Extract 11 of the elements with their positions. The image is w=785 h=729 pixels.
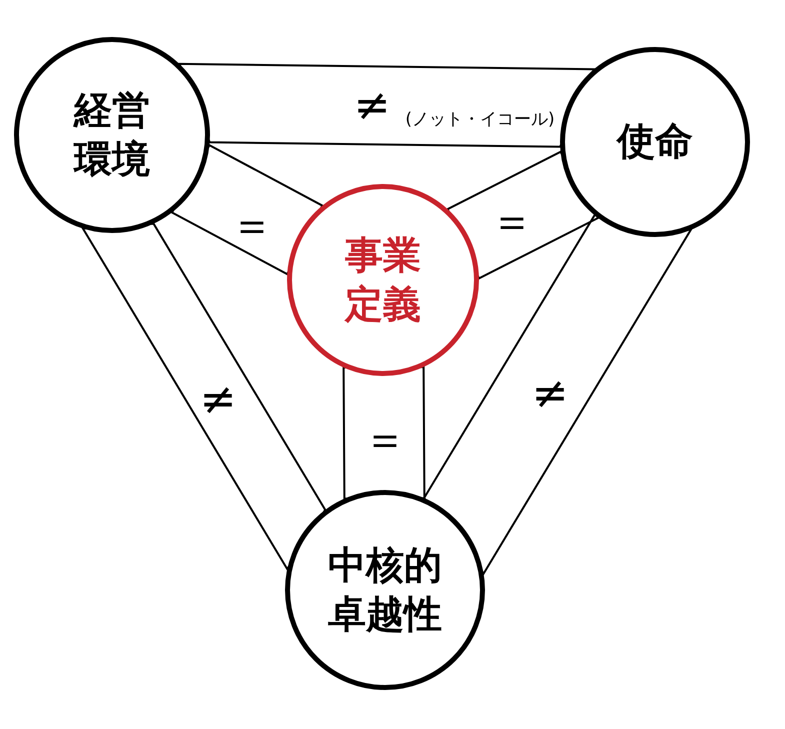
node-label: 事業定義 xyxy=(343,232,422,328)
edge-label: ≠ xyxy=(532,372,568,416)
edge-label: ＝ xyxy=(490,200,534,244)
edge-label: ≠ xyxy=(354,84,390,128)
annotation: (ノット・イコール) xyxy=(405,112,555,128)
node-label: 経営環境 xyxy=(72,86,151,183)
node-label: 中核的卓越性 xyxy=(326,542,443,638)
edge-label: ＝ xyxy=(363,418,407,462)
edge-label: ≠ xyxy=(200,378,236,422)
edge-label: ＝ xyxy=(230,204,274,248)
node-label: 使命 xyxy=(615,118,694,166)
